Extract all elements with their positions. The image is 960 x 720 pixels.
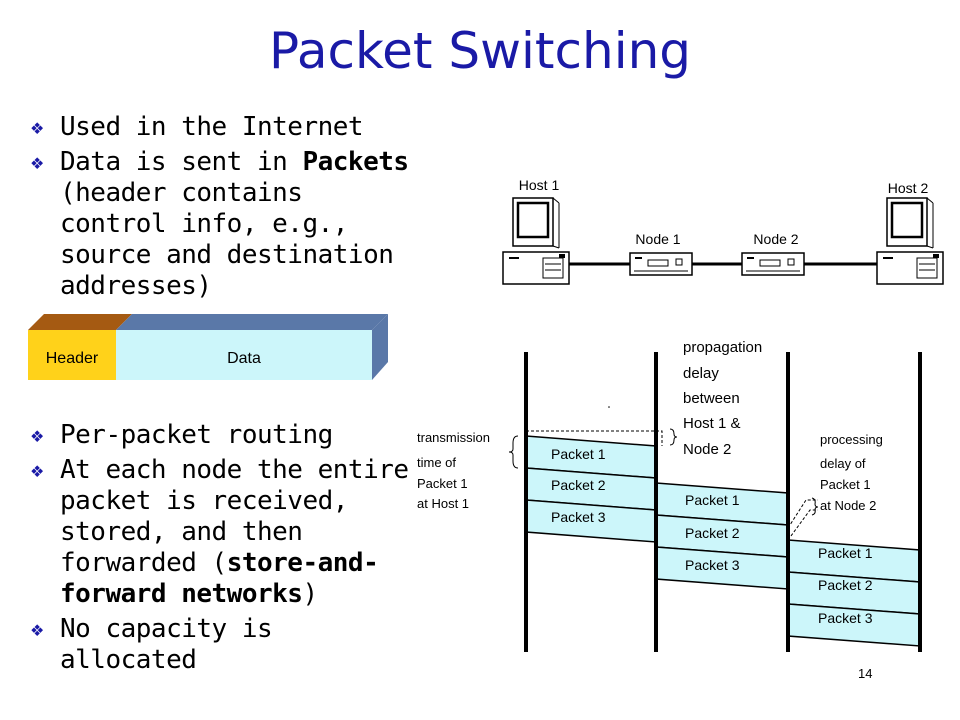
packet-bar [655, 546, 789, 590]
processing-brace [811, 497, 819, 516]
annotation-line: Node 2 [683, 441, 731, 458]
annotation-line: at Node 2 [820, 498, 876, 513]
annotation-line: at Host 1 [417, 496, 469, 511]
transmission-annotation: transmission time of Packet 1 at Host 1 [417, 430, 494, 511]
packet-label: Packet 1 [551, 446, 606, 462]
packet-bar [525, 499, 657, 543]
page-number: 14 [858, 666, 873, 681]
annotation-line: Packet 1 [820, 477, 871, 492]
annotation-line: propagation [683, 339, 762, 356]
node2-router-icon [741, 252, 805, 276]
diamond-bullet-icon: ❖ [30, 427, 44, 446]
data-box-top [116, 314, 388, 330]
host1-computer-icon [501, 196, 571, 286]
packet-label: Packet 3 [685, 557, 740, 573]
host2-computer-icon [875, 196, 945, 286]
bullet-text: No capacity is allocated [60, 614, 273, 675]
network-topology: Host 1 Host 2 Node 1 Node 2 [501, 177, 945, 286]
packet-bar [525, 467, 657, 511]
diamond-bullet-icon: ❖ [30, 119, 44, 138]
transmission-brace [508, 435, 519, 469]
node1-label: Node 1 [635, 231, 680, 247]
annotation-line: time of [417, 455, 456, 470]
propagation-brace [669, 428, 678, 446]
header-label: Header [46, 350, 99, 367]
packet-label: Packet 2 [818, 577, 873, 593]
bullet-text: Per-packet routing [60, 420, 333, 450]
bullet-list-bottom: ❖ Per-packet routing ❖ At each node the en… [30, 420, 412, 680]
packet-label: Packet 3 [818, 610, 873, 626]
packet-label: Packet 1 [685, 492, 740, 508]
node1-router-icon [629, 252, 693, 276]
header-box [28, 330, 116, 380]
packet-label: Packet 2 [551, 477, 606, 493]
processing-bracket [787, 499, 818, 529]
bullet-item: ❖ Per-packet routing [30, 420, 412, 451]
data-box [116, 330, 372, 380]
annotation-line: transmission [417, 430, 490, 445]
bullet-text: Data is sent in [60, 147, 303, 177]
packet-bar [655, 514, 789, 558]
bullet-text-bold: store-and-forward networks [60, 548, 379, 609]
propagation-bracket [526, 430, 663, 446]
packet-bar [787, 603, 921, 647]
node2-label: Node 2 [753, 231, 798, 247]
annotation-line: between [683, 390, 740, 407]
packets-node2: Packet 1 Packet 2 Packet 3 [787, 539, 921, 647]
packet-label: Packet 3 [551, 509, 606, 525]
bullet-item: ❖ Used in the Internet [30, 112, 422, 143]
bullet-text: At each node the entire packet is receiv… [60, 455, 409, 578]
data-box-side [372, 314, 388, 380]
data-label: Data [227, 350, 261, 367]
diamond-bullet-icon: ❖ [30, 154, 44, 173]
bullet-text: (header contains control info, e.g., sou… [60, 178, 394, 301]
header-box-top [28, 314, 132, 330]
host1-label: Host 1 [519, 177, 560, 193]
packet-bar [655, 482, 789, 526]
bullet-text: ) [302, 579, 318, 609]
host2-label: Host 2 [888, 180, 929, 196]
annotation-line: delay of [820, 456, 866, 471]
bullet-text-bold: Packets [302, 147, 409, 177]
packet-label: Packet 2 [685, 525, 740, 541]
packet-structure-box: Header Data [28, 314, 388, 380]
diamond-bullet-icon: ❖ [30, 621, 44, 640]
packet-bar [787, 571, 921, 615]
bullet-text: Used in the Internet [60, 112, 364, 142]
annotation-line: Packet 1 [417, 476, 468, 491]
slide-title: Packet Switching [268, 22, 692, 80]
processing-annotation: processing delay of Packet 1 at Node 2 [820, 432, 887, 513]
packets-host1: Packet 1 Packet 2 Packet 3 [525, 435, 657, 543]
annotation-line: processing [820, 432, 883, 447]
packets-node1: Packet 1 Packet 2 Packet 3 [655, 482, 789, 590]
processing-bracket [787, 509, 818, 541]
annotation-line: delay [683, 365, 719, 382]
diamond-bullet-icon: ❖ [30, 462, 44, 481]
packet-label: Packet 1 [818, 545, 873, 561]
packet-bar [787, 539, 921, 583]
bullet-item: ❖ At each node the entire packet is recei… [30, 455, 412, 610]
bullet-list-top: ❖ Used in the Internet ❖ Data is sent in P… [30, 112, 422, 306]
dot-mark [608, 406, 610, 408]
timing-diagram: Packet 1 Packet 2 Packet 3 Packet 1 Pack… [417, 339, 922, 652]
bullet-item: ❖ Data is sent in Packets (header contain… [30, 147, 422, 302]
packet-bar [525, 435, 657, 479]
propagation-annotation: propagation delay between Host 1 & Node … [683, 339, 766, 458]
bullet-item: ❖ No capacity is allocated [30, 614, 412, 676]
annotation-line: Host 1 & [683, 415, 741, 432]
